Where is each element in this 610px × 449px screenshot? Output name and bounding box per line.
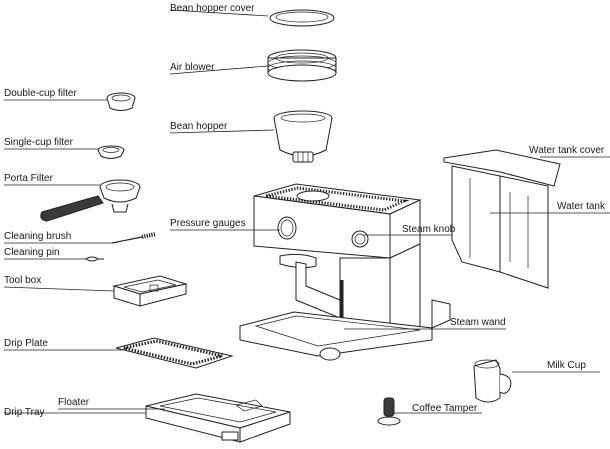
- label-coffee-tamper: Coffee Tamper: [412, 403, 478, 414]
- label-cleaning-pin: Cleaning pin: [4, 247, 60, 258]
- double-cup-filter-part: [106, 92, 136, 111]
- label-bean-hopper-cover: Bean hopper cover: [170, 3, 255, 14]
- milk-cup-part: [473, 359, 512, 403]
- drip-plate-part: [115, 337, 234, 369]
- label-water-tank-cover: Water tank cover: [529, 145, 605, 156]
- label-porta-filter: Porta Filter: [4, 173, 53, 184]
- bean-hopper-part: [273, 110, 333, 163]
- tool-box-leader: [3, 286, 115, 292]
- label-water-tank: Water tank: [557, 201, 605, 212]
- single-cup-filter-part: [97, 145, 125, 159]
- coffee-tamper-part: [377, 397, 401, 426]
- label-tool-box: Tool box: [4, 275, 42, 286]
- tool-box-part: [112, 275, 188, 307]
- label-drip-plate: Drip Plate: [4, 338, 48, 349]
- label-cleaning-brush: Cleaning brush: [4, 231, 72, 242]
- drip-tray-part: [145, 393, 291, 443]
- label-air-blower: Air blower: [170, 62, 215, 73]
- label-floater: Floater: [58, 397, 90, 408]
- label-steam-knob: Steam knob: [402, 224, 456, 235]
- porta-filter-part: [40, 179, 141, 222]
- water-tank-part: [443, 149, 561, 289]
- bean-hopper-cover-leader: [169, 9, 269, 17]
- machine-body-part: [239, 183, 451, 361]
- label-drip-tray: Drip Tray: [4, 407, 45, 418]
- cleaning-pin-part: [85, 256, 104, 262]
- air-blower-leader: [169, 65, 269, 75]
- air-blower-part: [267, 49, 337, 82]
- cleaning-brush-part: [111, 232, 157, 244]
- label-milk-cup: Milk Cup: [547, 360, 586, 371]
- label-double-cup-filter: Double-cup filter: [4, 88, 77, 99]
- label-pressure-gauges: Pressure gauges: [170, 218, 246, 229]
- bean-hopper-cover-part: [269, 9, 335, 27]
- label-single-cup-filter: Single-cup filter: [4, 137, 73, 148]
- bean-hopper-leader: [169, 129, 275, 134]
- label-steam-wand: Steam wand: [450, 317, 506, 328]
- label-bean-hopper: Bean hopper: [170, 121, 228, 132]
